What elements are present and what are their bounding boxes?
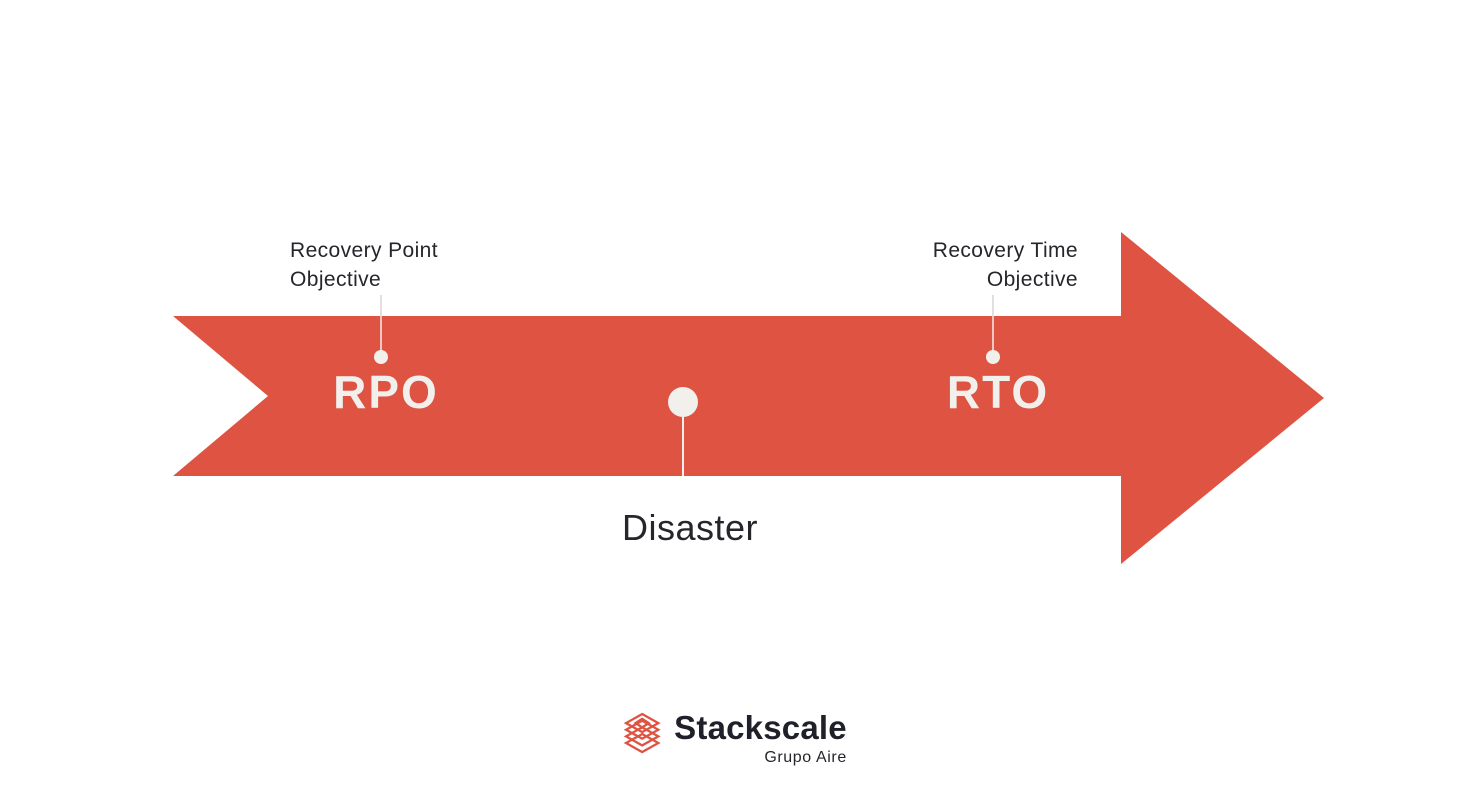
brand-name: Stackscale <box>674 709 847 746</box>
rto-label: Recovery Time Objective <box>932 239 1078 291</box>
stacked-layers-icon <box>623 712 661 754</box>
brand-subtitle: Grupo Aire <box>764 749 847 766</box>
rto-marker-dot <box>986 350 1000 364</box>
brand-logo: Stackscale Grupo Aire <box>623 709 847 767</box>
disaster-label: Disaster <box>621 507 759 548</box>
arrow-shape <box>173 232 1324 564</box>
rto-abbreviation: RTO <box>946 366 1050 418</box>
stacked-layers-icon-paths <box>623 712 661 754</box>
brand-text-block: Stackscale Grupo Aire <box>674 709 847 767</box>
rpo-abbreviation: RPO <box>333 366 439 418</box>
disaster-marker-dot <box>668 387 698 417</box>
rpo-marker-dot <box>374 350 388 364</box>
rpo-label: Recovery Point Objective <box>290 239 438 291</box>
